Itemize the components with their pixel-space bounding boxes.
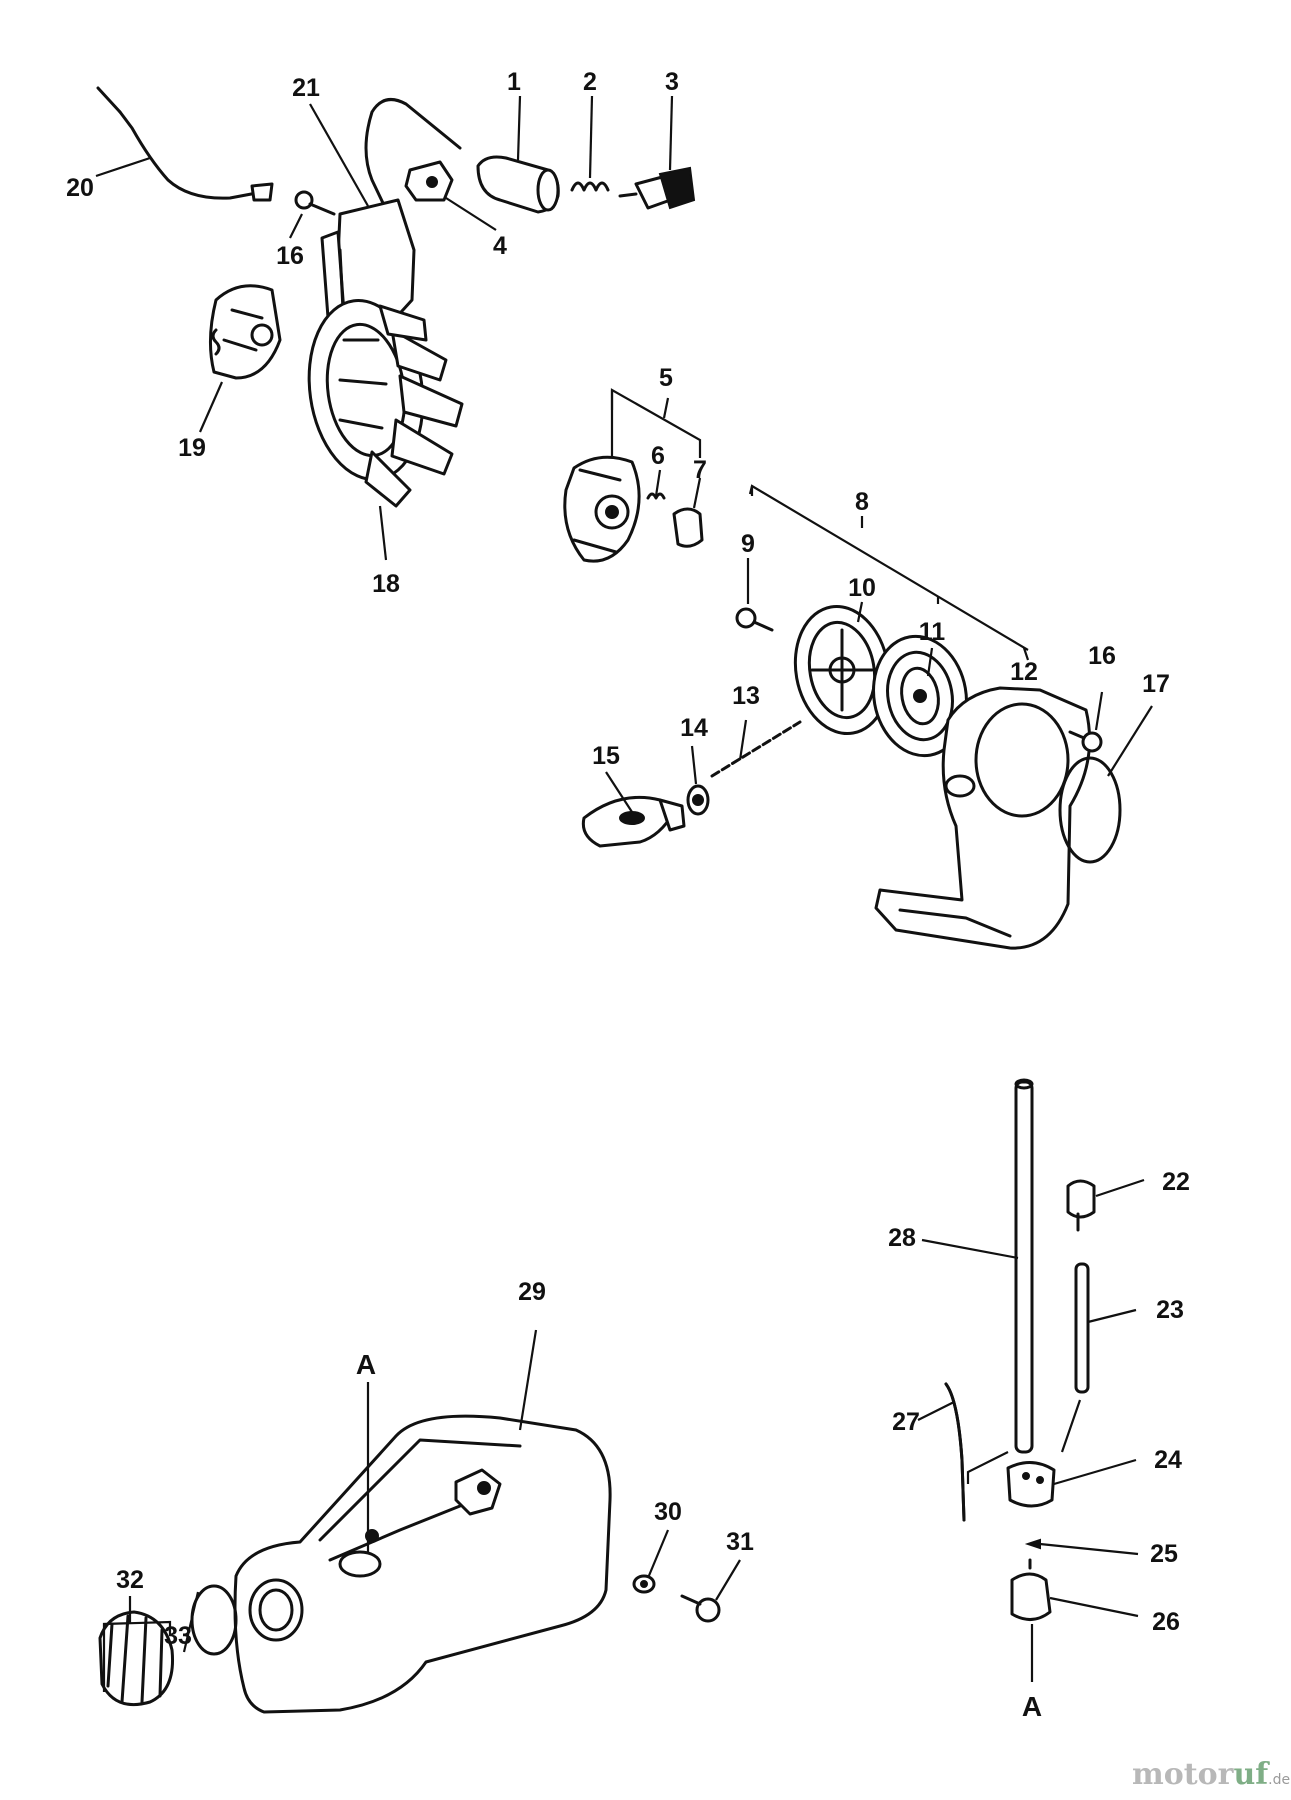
watermark-logo: motoruf.de [1132,1757,1290,1792]
connector-a-tank: A [356,1349,376,1380]
starter-housing-part [874,686,1092,950]
callout-28: 28 [888,1224,916,1252]
connector-a-filter: A [1022,1691,1042,1722]
boot-part [404,160,454,202]
watermark-part2: uf [1233,1757,1270,1792]
svg-text:motoruf.de: motoruf.de [1132,1757,1290,1792]
callout-7: 7 [693,456,707,484]
callout-25: 25 [1150,1540,1178,1568]
return-line-part [1074,1262,1090,1394]
fuel-cap-part [98,1610,175,1707]
recoil-spring-part [872,634,968,758]
callout-33: 33 [164,1622,192,1650]
callout-21: 21 [292,74,320,102]
callout-23: 23 [1156,1296,1184,1324]
callout-24: 24 [1154,1446,1182,1474]
callout-1: 1 [507,68,521,96]
callout-16-right: 16 [1088,642,1116,670]
callout-19: 19 [178,434,206,462]
fuel-filter-part [1010,1558,1052,1621]
callout-31: 31 [726,1528,754,1556]
pulley-screw-part [735,607,774,632]
flywheel-part [307,299,464,508]
plug-cap-part [476,155,560,214]
callout-29: 29 [518,1278,546,1306]
callout-16-upper: 16 [276,242,304,270]
callout-13: 13 [732,682,760,710]
ignition-lead-part [96,86,274,202]
callout-8: 8 [855,488,869,516]
starter-rope-part [710,720,802,778]
clutch-part [208,284,282,380]
callout-11: 11 [919,618,946,646]
callout-9: 9 [741,530,755,558]
washer-part [632,1574,656,1594]
tank-screw-part [680,1594,721,1623]
callout-12: 12 [1010,658,1038,686]
callout-3: 3 [665,68,679,96]
callout-14: 14 [680,714,708,742]
callout-18: 18 [372,570,400,598]
callout-20: 20 [66,174,94,202]
callout-5: 5 [659,364,673,392]
ring-part [1058,756,1122,864]
bushing-part [686,784,710,816]
watermark-part1: motor [1132,1757,1235,1792]
ratchet-assembly-part [563,455,641,563]
fuel-tank-part [233,1414,612,1714]
pawl-part [672,507,704,548]
clip-part [1024,1538,1041,1550]
callout-4: 4 [493,232,507,260]
callout-30: 30 [654,1498,682,1526]
callout-6: 6 [651,442,665,470]
pawl-spring-part [646,492,666,500]
pulley-part [793,604,891,736]
starter-handle-part [581,795,686,848]
callout-labels: 1 2 3 4 5 6 7 8 9 10 11 12 13 14 15 16 1… [66,68,1190,1722]
screw-part [294,190,336,216]
housing-screw-part [1068,730,1103,753]
fuel-line-part [1014,1078,1034,1454]
leader-lines [95,95,1153,1692]
callout-10: 10 [848,574,876,602]
callout-22: 22 [1162,1168,1190,1196]
callout-32: 32 [116,1566,144,1594]
callout-15: 15 [592,742,620,770]
grommet-part [1066,1179,1096,1232]
tank-grommet-part [1006,1461,1056,1508]
callout-17: 17 [1142,670,1170,698]
watermark-part3: .de [1268,1772,1290,1788]
spark-plug-part [618,166,696,210]
callout-26: 26 [1152,1608,1180,1636]
callout-2: 2 [583,68,597,96]
spring-part [570,181,610,192]
callout-27: 27 [892,1408,920,1436]
hose-part [944,1382,966,1522]
cap-gasket-part [190,1584,238,1656]
